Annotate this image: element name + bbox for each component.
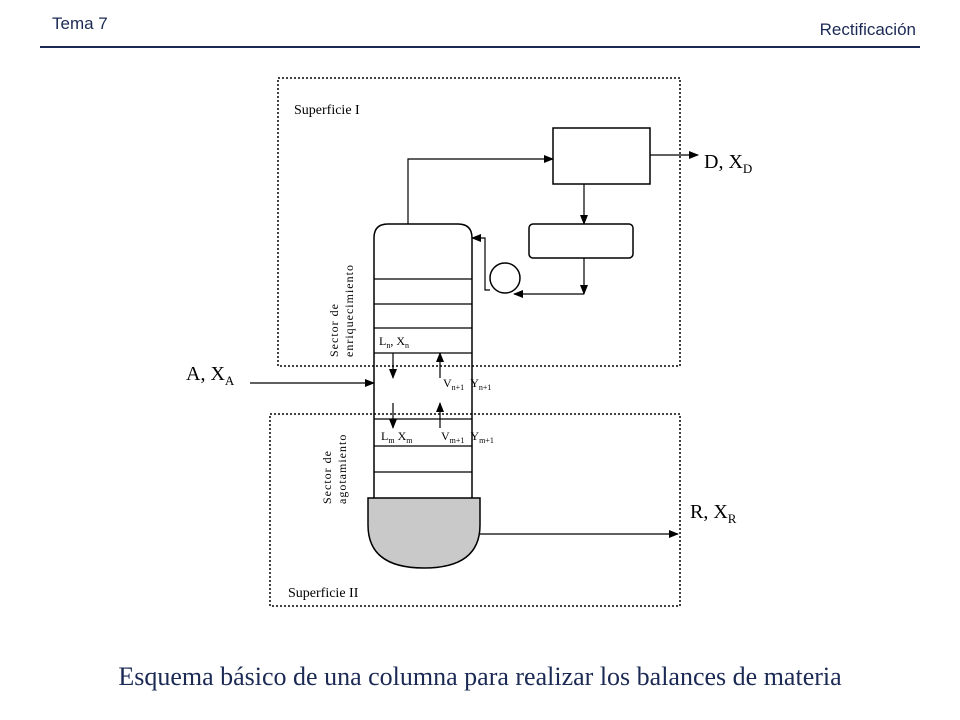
- topic-label: Tema 7: [52, 14, 108, 33]
- header-divider: [40, 46, 920, 48]
- reflux-line: [471, 234, 490, 291]
- control-surface-top: [277, 77, 681, 367]
- residue-label: R, XR: [690, 501, 737, 526]
- surface-bottom-label: Superficie II: [288, 586, 359, 601]
- section-title: Rectificación: [819, 20, 916, 39]
- sector-stripping-label: Sector de agotamiento: [320, 434, 349, 504]
- reflux-drum: [528, 223, 634, 259]
- overhead-vapour-line: [407, 155, 554, 224]
- svg-text:Sector de: Sector de: [327, 303, 341, 357]
- column-shell: [373, 223, 473, 498]
- reflux-pump: [489, 262, 521, 294]
- distillate-label: D, XD: [704, 151, 752, 176]
- liquid-n-label: Ln, Xn: [379, 334, 409, 350]
- surface-top-label: Superficie I: [294, 103, 360, 118]
- figure-caption: Esquema básico de una columna para reali…: [118, 662, 842, 691]
- svg-text:agotamiento: agotamiento: [335, 434, 349, 504]
- svg-text:enriquecimiento: enriquecimiento: [342, 264, 356, 357]
- liquid-m-label: Lm Xm: [381, 429, 413, 445]
- feed-label: A, XA: [186, 363, 235, 388]
- svg-text:Sector de: Sector de: [320, 450, 334, 504]
- reboiler: [367, 497, 481, 569]
- control-surface-bottom: [269, 413, 681, 607]
- sector-enrichment-label: Sector de enriquecimiento: [327, 264, 356, 357]
- condenser: [552, 127, 651, 185]
